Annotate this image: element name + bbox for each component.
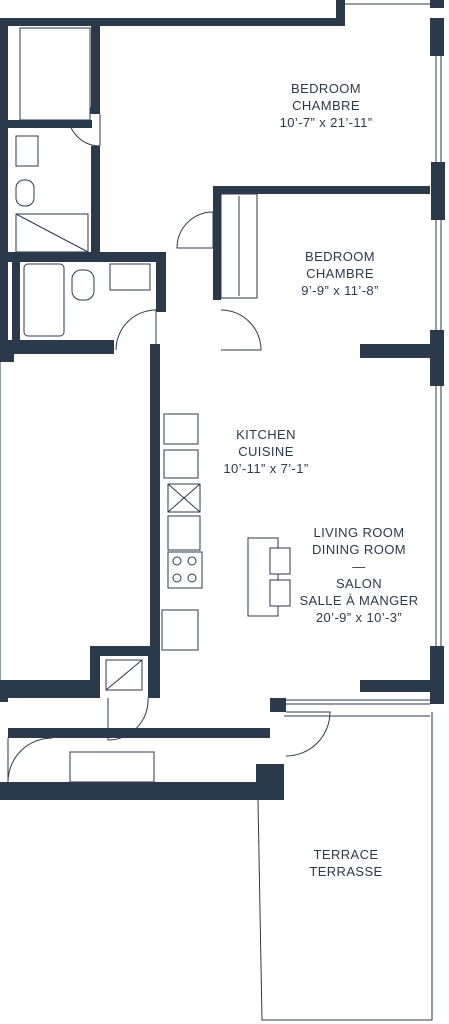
room-dims: 10’-7” x 21’-11” xyxy=(279,115,373,130)
bathroom-fixtures xyxy=(15,135,155,783)
terrace-outline xyxy=(257,712,433,1021)
walls xyxy=(0,0,445,800)
room-name-en-2: DINING ROOM xyxy=(312,542,406,557)
windows xyxy=(0,3,442,705)
room-name-fr-2: SALLE À MANGER xyxy=(299,593,419,608)
room-name-fr: CHAMBRE xyxy=(292,98,360,113)
room-name-en: BEDROOM xyxy=(305,249,375,264)
room-dims: 20’-9” x 10’-3” xyxy=(315,610,403,625)
room-name-en: BEDROOM xyxy=(291,81,361,96)
closets xyxy=(19,27,258,299)
door-swings xyxy=(7,83,331,783)
room-name-en: KITCHEN xyxy=(236,427,296,442)
separator: — xyxy=(352,559,366,574)
room-label-bedroom-2: BEDROOM CHAMBRE 9’-9” x 11’-8” xyxy=(270,248,410,299)
kitchen-fixtures xyxy=(161,413,291,651)
room-name-fr: CUISINE xyxy=(238,444,294,459)
room-name-en: TERRACE xyxy=(313,847,379,862)
room-name-fr: SALON xyxy=(335,576,383,591)
room-label-kitchen: KITCHEN CUISINE 10’-11” x 7’-1” xyxy=(196,426,336,477)
room-label-bedroom-1: BEDROOM CHAMBRE 10’-7” x 21’-11” xyxy=(256,80,396,131)
room-label-living: LIVING ROOM DINING ROOM — SALON SALLE À … xyxy=(286,524,432,626)
room-dims: 10’-11” x 7’-1” xyxy=(223,461,309,476)
room-name-en: LIVING ROOM xyxy=(313,525,405,540)
room-dims: 9’-9” x 11’-8” xyxy=(301,283,379,298)
room-label-terrace: TERRACE TERRASSE xyxy=(276,846,416,880)
room-name-fr: TERRASSE xyxy=(309,864,383,879)
room-name-fr: CHAMBRE xyxy=(306,266,374,281)
